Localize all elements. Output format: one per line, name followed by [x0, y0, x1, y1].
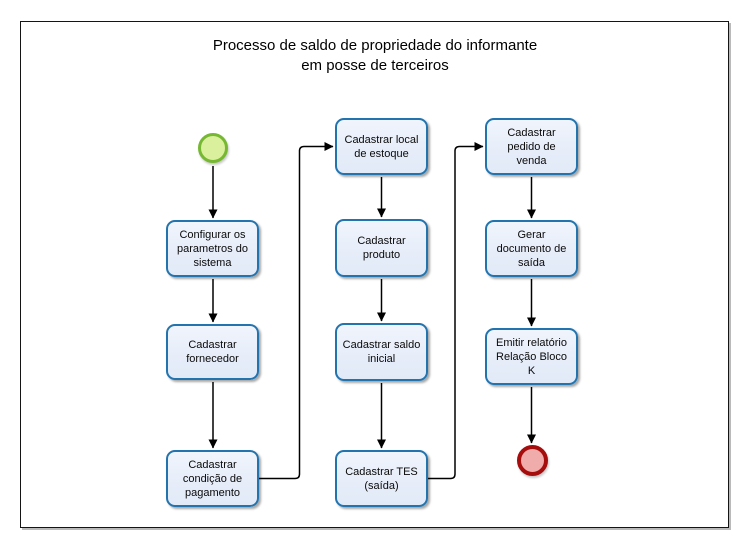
- node-cadastrar-tes[interactable]: Cadastrar TES (saída): [335, 450, 428, 507]
- node-label: Emitir relatório Relação Bloco K: [496, 336, 567, 377]
- node-condicao-pagamento[interactable]: Cadastrar condição de pagamento: [166, 450, 259, 507]
- node-label: Cadastrar pedido de venda: [507, 126, 556, 167]
- node-label: Cadastrar saldo inicial: [342, 339, 421, 365]
- node-label: Cadastrar TES (saída): [345, 465, 418, 492]
- node-configurar-parametros[interactable]: Configurar os parametros do sistema: [166, 220, 259, 277]
- node-label: Cadastrar local de estoque: [344, 133, 419, 160]
- node-label: Cadastrar condição de pagamento: [182, 458, 243, 499]
- start-event[interactable]: [198, 133, 228, 163]
- node-saldo-inicial[interactable]: Cadastrar saldo inicial: [335, 323, 428, 381]
- node-label: Cadastrar fornecedor: [186, 339, 239, 365]
- node-gerar-documento-saida[interactable]: Gerar documento de saída: [485, 220, 578, 277]
- diagram-title-line2: em posse de terceiros: [301, 57, 449, 74]
- node-label: Cadastrar produto: [357, 235, 406, 261]
- node-emitir-relatorio-bloco-k[interactable]: Emitir relatório Relação Bloco K: [485, 328, 578, 385]
- diagram-title-line1: Processo de saldo de propriedade do info…: [212, 37, 538, 54]
- end-event[interactable]: [517, 445, 548, 476]
- node-label: Gerar documento de saída: [496, 228, 567, 269]
- node-local-estoque[interactable]: Cadastrar local de estoque: [335, 118, 428, 175]
- node-cadastrar-produto[interactable]: Cadastrar produto: [335, 219, 428, 277]
- diagram-title: Processo de saldo de propriedade do info…: [0, 36, 750, 76]
- node-pedido-venda[interactable]: Cadastrar pedido de venda: [485, 118, 578, 175]
- node-label: Configurar os parametros do sistema: [177, 228, 248, 269]
- node-cadastrar-fornecedor[interactable]: Cadastrar fornecedor: [166, 324, 259, 380]
